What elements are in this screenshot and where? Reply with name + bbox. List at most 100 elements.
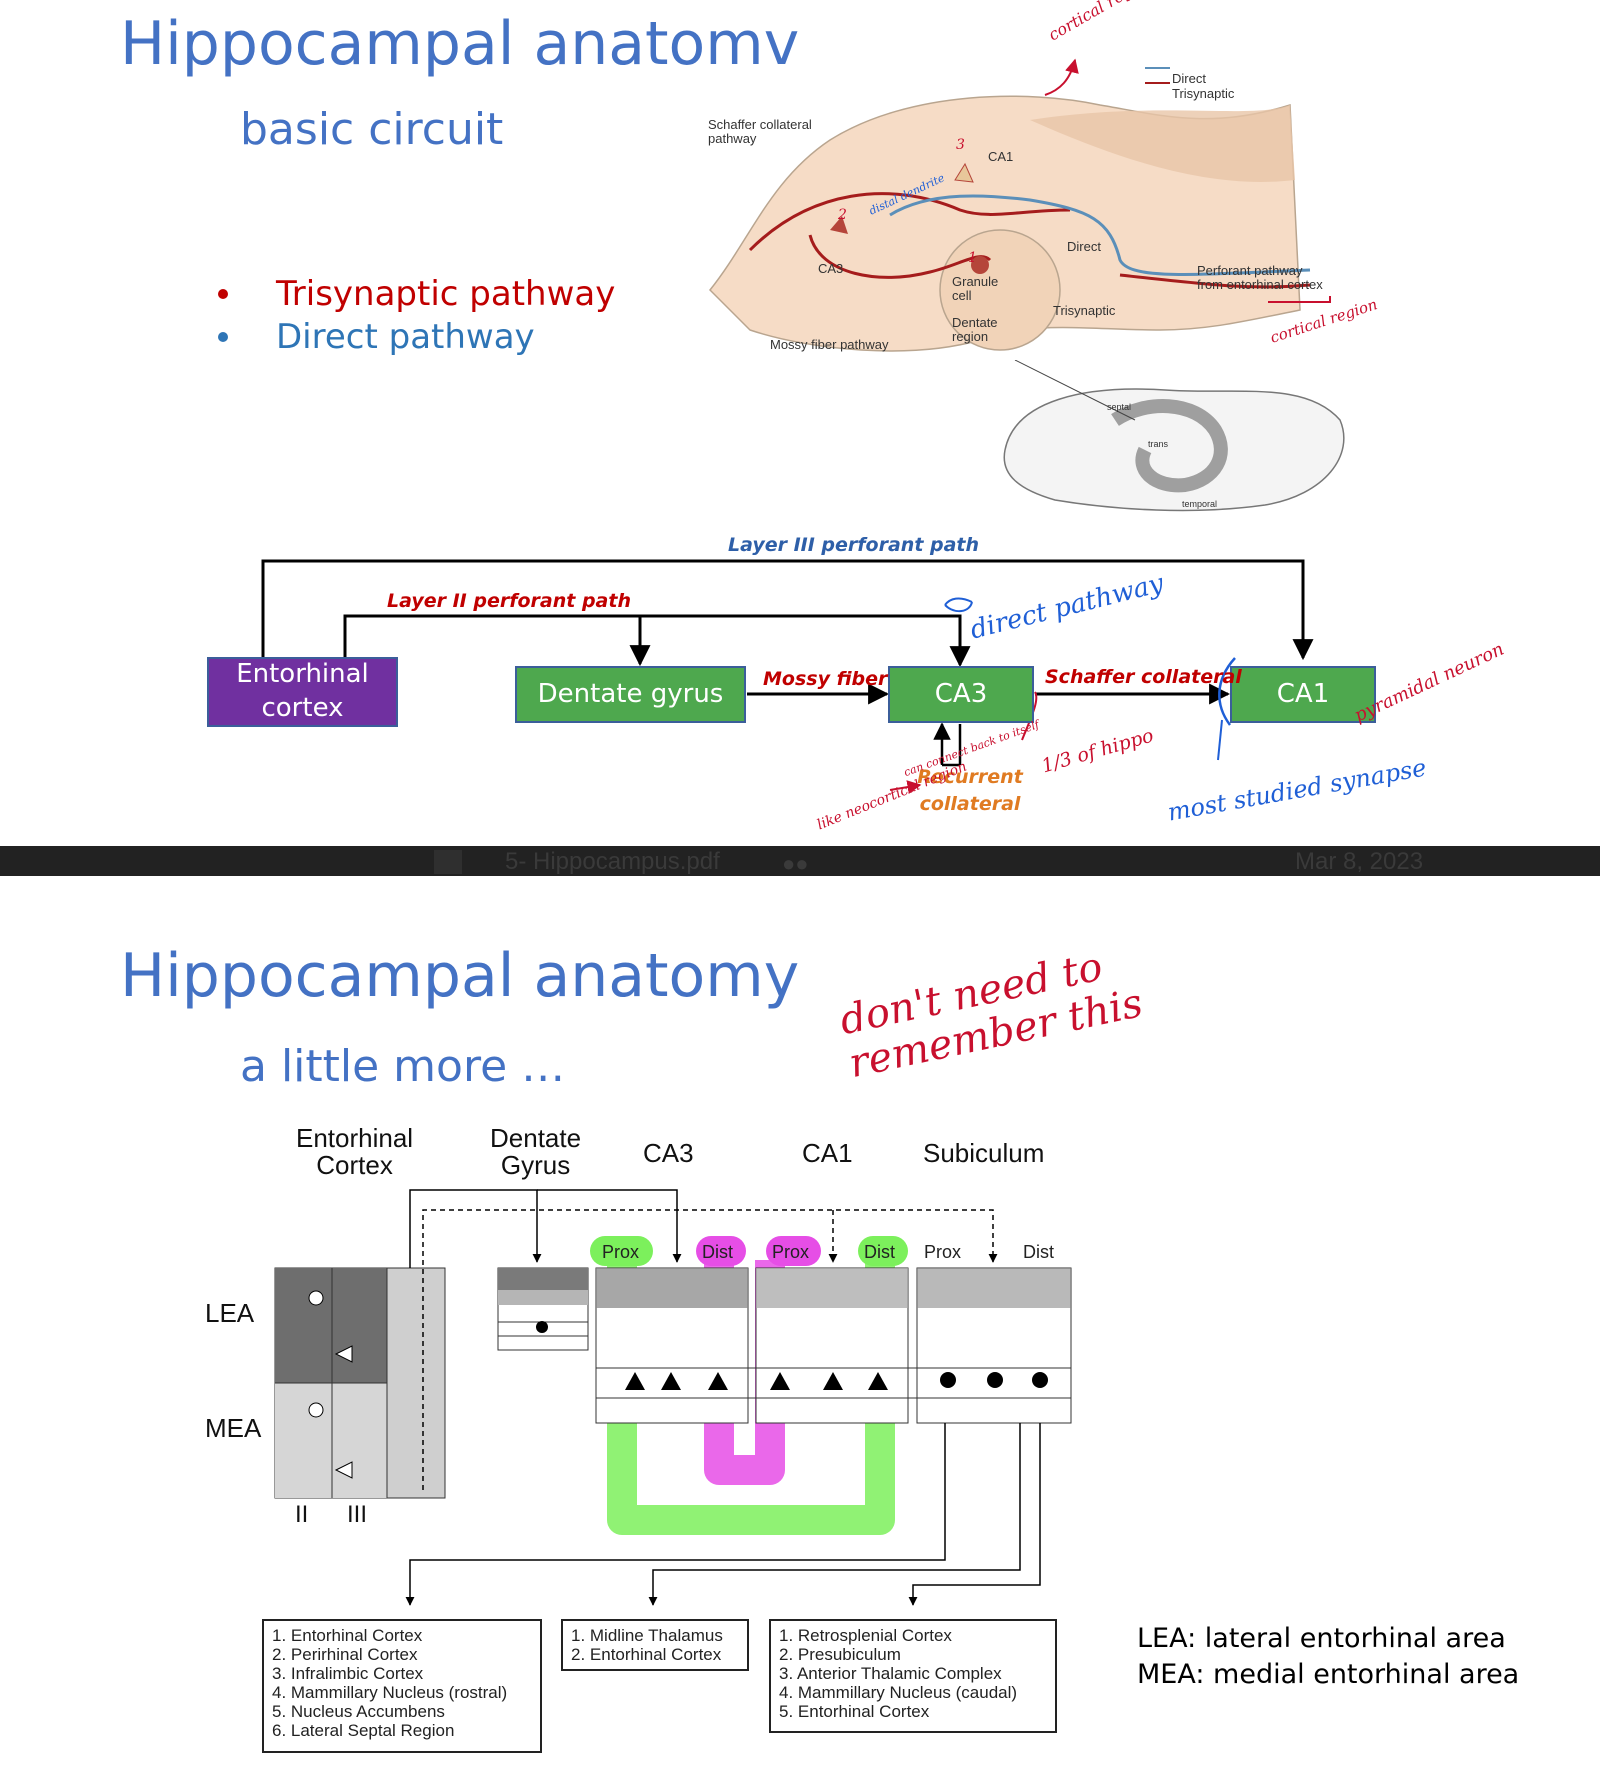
bullet-dot-red <box>218 289 228 299</box>
tag-sub-prox: Prox <box>924 1242 962 1262</box>
row-label-lea: LEA <box>205 1298 255 1328</box>
label-trisynaptic: Trisynaptic <box>1053 303 1116 318</box>
target-1-item-1: 1. Entorhinal Cortex <box>272 1626 423 1645</box>
label-temporal: temporal <box>1182 499 1218 509</box>
label-schaffer-pathway: Schaffer collateral pathway <box>708 117 812 147</box>
sub-neuron-2 <box>987 1372 1003 1388</box>
bullet-direct: Direct pathway <box>276 317 535 357</box>
shared-people-icon: ●● <box>782 851 809 876</box>
dg-top-band <box>498 1268 588 1290</box>
ca3-neuron <box>830 216 848 234</box>
ec-neuron-lea-ii <box>308 1290 324 1306</box>
label-ca1: CA1 <box>988 149 1014 164</box>
file-date: Mar 8, 2023 <box>1295 848 1424 875</box>
hand-circle-synapse <box>1218 657 1236 726</box>
output-to-box1 <box>405 1423 946 1606</box>
target-list-3: 1. Retrosplenial Cortex 2. Presubiculum … <box>769 1619 1057 1733</box>
hand-number-3: 3 <box>956 137 965 153</box>
pointer-line <box>1014 360 1136 421</box>
bullet-dot-blue <box>218 332 228 342</box>
ca1-pyramid-1 <box>770 1372 790 1390</box>
trisynaptic-path-line <box>748 192 1071 252</box>
ec-neuron-mea-iii <box>334 1461 353 1479</box>
tag-ca1-prox: Prox <box>772 1242 810 1262</box>
sub-neuron-1 <box>940 1372 956 1388</box>
abbr-mea: MEA: medial entorhinal area <box>1137 1659 1520 1690</box>
target-2-item-2: 2. Entorhinal Cortex <box>571 1645 722 1665</box>
hand-arrow-cortical <box>1044 58 1079 96</box>
hippocampus-diagram <box>708 67 1330 352</box>
column-dentate: Dentate Gyrus <box>490 1123 582 1181</box>
target-3-item-4: 4. Mammillary Nucleus (caudal) <box>779 1683 1018 1703</box>
ca1-neuron <box>954 162 974 183</box>
granule-cell <box>971 256 989 274</box>
target-1-item-3: 3. Infralimbic Cortex <box>272 1664 424 1684</box>
target-3-item-5: 5. Entorhinal Cortex <box>779 1702 930 1722</box>
brain-outline <box>1003 388 1345 512</box>
checkbox-icon[interactable] <box>434 850 462 874</box>
label-ca3: CA3 <box>818 261 844 276</box>
mossy-path-line <box>808 234 992 279</box>
ec-lea-dark <box>275 1268 387 1383</box>
dentate-gyrus-box: Dentate gyrus <box>515 666 746 723</box>
hand-number-2: 2 <box>838 207 847 223</box>
label-granule-cell: Granule cell <box>952 274 999 304</box>
ec-neuron-mea-ii <box>308 1402 324 1418</box>
highlight-prox-ca1 <box>766 1236 821 1266</box>
target-list-2: 1. Midline Thalamus 2. Entorhinal Cortex <box>561 1619 749 1671</box>
label-septal: septal <box>1107 402 1132 412</box>
slide2-subtitle: a little more … <box>240 1041 566 1092</box>
column-subiculum: Subiculum <box>923 1138 1045 1168</box>
column-ca3: CA3 <box>643 1138 694 1168</box>
label-direct: Direct <box>1067 239 1101 254</box>
flow-diagram-lines <box>261 58 1331 794</box>
hand-line-synapse <box>1217 719 1223 761</box>
dg-mid-band <box>498 1290 588 1305</box>
target-1-item-6: 6. Lateral Septal Region <box>272 1721 455 1741</box>
target-1-item-4: 4. Mammillary Nucleus (rostral) <box>272 1683 508 1703</box>
column-ca1: CA1 <box>802 1138 853 1168</box>
label-perforant-pathway: Perforant pathway from entorhinal cortex <box>1197 263 1323 293</box>
target-2-item-1: 1. Midline Thalamus <box>571 1626 723 1645</box>
output-to-box3 <box>908 1423 1041 1606</box>
tag-ca3-dist: Dist <box>702 1242 733 1262</box>
sub-dendrite-band <box>917 1268 1071 1308</box>
hippocampus-band <box>1111 399 1228 493</box>
dg-granule-cell <box>536 1321 548 1333</box>
perforant-path-red <box>1119 273 1311 289</box>
slide2-title: Hippocampal anatomy <box>120 941 800 1011</box>
hand-bracket-direct <box>944 597 973 613</box>
legend-direct-label: Direct <box>1172 71 1206 86</box>
layer2-connector <box>343 614 971 668</box>
ca1-pyramid-3 <box>868 1372 888 1390</box>
mossy-fiber-label: Mossy fiber <box>763 668 888 690</box>
ec-to-dg-line <box>409 1189 542 1268</box>
ca3-pyramid-3 <box>708 1372 728 1390</box>
target-3-item-1: 1. Retrosplenial Cortex <box>779 1626 952 1645</box>
layer3-connector <box>261 559 1314 661</box>
bullet-trisynaptic: Trisynaptic pathway <box>276 274 616 314</box>
ca3-dendrite-band <box>596 1268 748 1308</box>
target-3-item-3: 3. Anterior Thalamic Complex <box>779 1664 1002 1684</box>
file-name[interactable]: 5- Hippocampus.pdf <box>505 848 720 875</box>
ca3-box: CA3 <box>888 666 1034 723</box>
ec-mea-light <box>275 1383 387 1498</box>
highlight-dist-ca3 <box>696 1236 746 1266</box>
tag-ca1-dist: Dist <box>864 1242 895 1262</box>
ca1-pyramid-2 <box>823 1372 843 1390</box>
slide1-title: Hippocampal anatomv <box>120 9 800 79</box>
file-bar <box>0 846 1600 876</box>
rat-brain-sketch <box>1003 360 1345 512</box>
column-entorhinal: Entorhinal Cortex <box>296 1123 414 1181</box>
output-to-box2 <box>648 1423 1021 1606</box>
highlight-dist-ca1 <box>858 1236 908 1266</box>
layer3-label: Layer III perforant path <box>728 534 980 556</box>
ca3-pyramid-1 <box>625 1372 645 1390</box>
target-1-item-2: 2. Perirhinal Cortex <box>272 1645 418 1665</box>
hand-number-1: 1 <box>968 250 977 266</box>
ec-to-ca3-line <box>537 1189 682 1263</box>
ca3-pyramid-2 <box>661 1372 681 1390</box>
label-mossy-fiber: Mossy fiber pathway <box>770 337 889 352</box>
layer2-label: Layer II perforant path <box>387 590 631 612</box>
ec-layer3-dashed <box>422 1209 998 1490</box>
